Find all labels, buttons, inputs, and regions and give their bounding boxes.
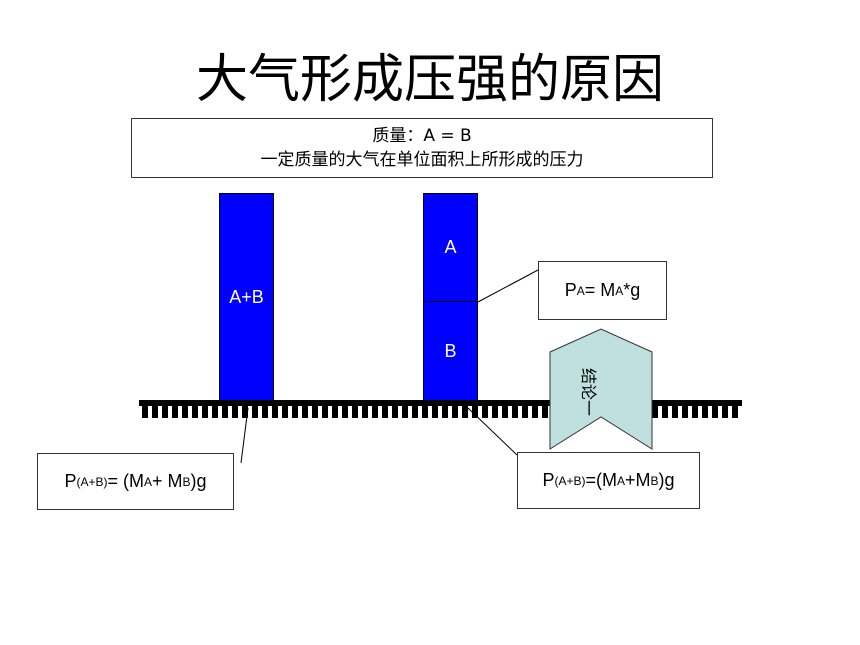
conclusion-arrow	[549, 328, 653, 450]
page-title: 大气形成压强的原因	[195, 50, 664, 110]
ground-tooth	[662, 406, 668, 418]
ground-tooth	[372, 406, 378, 418]
ground-tooth	[292, 406, 298, 418]
block-combined: A+B	[219, 193, 274, 401]
ground-tooth	[362, 406, 368, 418]
ground-tooth	[652, 406, 658, 418]
ground-tooth	[502, 406, 508, 418]
ground-tooth	[322, 406, 328, 418]
conclusion-label: 结论一	[579, 367, 598, 416]
block-combined-label: A+B	[229, 286, 264, 307]
ground-tooth	[422, 406, 428, 418]
ground-tooth	[312, 406, 318, 418]
ground-tooth	[682, 406, 688, 418]
ground-tooth	[222, 406, 228, 418]
info-box: 质量：A = B 一定质量的大气在单位面积上所形成的压力	[131, 118, 713, 178]
ground-tooth	[542, 406, 548, 418]
ground-tooth	[722, 406, 728, 418]
ground-tooth	[712, 406, 718, 418]
ground-tooth	[512, 406, 518, 418]
ground-tooth	[272, 406, 278, 418]
ground-tooth	[522, 406, 528, 418]
ground-tooth	[192, 406, 198, 418]
ground-tooth	[252, 406, 258, 418]
ground-tooth	[482, 406, 488, 418]
ground-tooth	[732, 406, 738, 418]
block-a-label: A	[444, 237, 457, 257]
ground-tooth	[432, 406, 438, 418]
ground-tooth	[242, 406, 248, 418]
ground-tooth	[692, 406, 698, 418]
block-b: B	[423, 301, 478, 401]
ground-tooth	[172, 406, 178, 418]
ground-tooth	[212, 406, 218, 418]
ground-tooth	[382, 406, 388, 418]
ground-tooth	[152, 406, 158, 418]
ground-tooth	[672, 406, 678, 418]
ground-tooth	[412, 406, 418, 418]
ground-tooth	[262, 406, 268, 418]
ground-tooth	[162, 406, 168, 418]
ground-tooth	[492, 406, 498, 418]
info-line-1: 质量：A = B	[372, 126, 472, 146]
ground-tooth	[142, 406, 148, 418]
ground-tooth	[402, 406, 408, 418]
ground-tooth	[702, 406, 708, 418]
ground-tooth	[342, 406, 348, 418]
ground-tooth	[332, 406, 338, 418]
info-line-2: 一定质量的大气在单位面积上所形成的压力	[260, 150, 584, 170]
block-b-label: B	[444, 340, 457, 361]
ground-tooth	[232, 406, 238, 418]
ground-tooth	[532, 406, 538, 418]
ground-tooth	[442, 406, 448, 418]
ground-tooth	[302, 406, 308, 418]
ground-tooth	[182, 406, 188, 418]
ground-tooth	[452, 406, 458, 418]
ground-tooth	[462, 406, 468, 418]
ground-tooth	[392, 406, 398, 418]
ground-tooth	[352, 406, 358, 418]
ground-tooth	[282, 406, 288, 418]
ground-tooth	[472, 406, 478, 418]
ground-tooth	[202, 406, 208, 418]
